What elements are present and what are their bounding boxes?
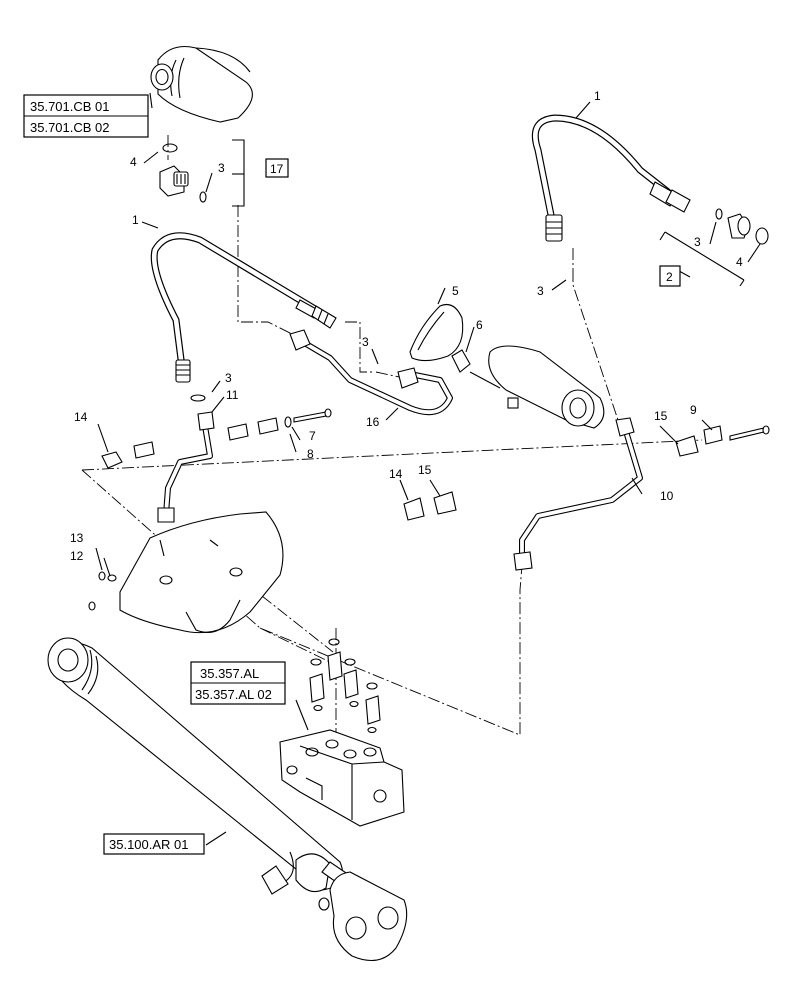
assembly-centerlines	[81, 135, 703, 770]
ref-cb01[interactable]: 35.701.CB 01	[30, 99, 110, 114]
clamps-right	[675, 425, 770, 457]
callout-8[interactable]: 8	[307, 447, 314, 461]
callout-12[interactable]: 12	[70, 549, 84, 563]
callout-7[interactable]: 7	[309, 429, 316, 443]
tube-11	[157, 394, 215, 523]
callout-5[interactable]: 5	[452, 284, 459, 298]
cylinder-mid	[469, 345, 605, 429]
callout-3-left-hose[interactable]: 3	[225, 371, 232, 385]
boxed-callout-2[interactable]: 2	[659, 265, 681, 287]
ref-ar01[interactable]: 35.100.AR 01	[109, 837, 189, 852]
callout-14-mid[interactable]: 14	[389, 467, 403, 481]
hose-left	[150, 232, 337, 383]
ref-cb02[interactable]: 35.701.CB 02	[30, 120, 110, 135]
clamps-left	[101, 408, 332, 469]
clamp-5	[409, 303, 464, 362]
callout-17[interactable]: 17	[270, 162, 284, 176]
callout-15-mid[interactable]: 15	[418, 463, 432, 477]
part-6	[451, 349, 471, 373]
callout-2[interactable]: 2	[666, 270, 673, 284]
reference-box-al[interactable]: 35.357.AL 35.357.AL 02	[190, 661, 286, 705]
valve-block	[279, 729, 405, 827]
valve-cartridges	[309, 638, 381, 734]
callout-3-right-adapter[interactable]: 3	[694, 235, 701, 249]
callout-3-right-hose[interactable]: 3	[537, 284, 544, 298]
clamps-middle	[403, 491, 457, 521]
reference-box-cb[interactable]: 35.701.CB 01 35.701.CB 02	[23, 94, 149, 138]
callout-10[interactable]: 10	[660, 489, 674, 503]
hose-right	[531, 114, 691, 242]
callout-6[interactable]: 6	[476, 318, 483, 332]
mounting-plate	[88, 511, 284, 634]
leader-lines	[95, 92, 761, 846]
bracket-2	[659, 231, 745, 287]
tube-10	[513, 417, 643, 571]
hydraulic-cylinder	[47, 637, 408, 962]
boxed-callout-17[interactable]: 17	[265, 158, 289, 178]
callout-14-left[interactable]: 14	[74, 410, 88, 424]
callout-numbers: 1 1 3 3 3 3 3 4 4 5 6 7 8 9 10 11 12 13 …	[70, 89, 743, 563]
callout-3-mid[interactable]: 3	[362, 335, 369, 349]
callout-11[interactable]: 11	[226, 388, 239, 402]
callout-1-right[interactable]: 1	[594, 89, 601, 103]
callout-3-elbow[interactable]: 3	[218, 161, 225, 175]
tube-16	[289, 329, 453, 416]
callout-15-right[interactable]: 15	[654, 409, 668, 423]
elbow-fitting	[159, 143, 207, 203]
ref-al02[interactable]: 35.357.AL 02	[195, 687, 272, 702]
bracket-17	[232, 139, 245, 207]
callout-13[interactable]: 13	[70, 531, 84, 545]
callout-1-left[interactable]: 1	[132, 213, 139, 227]
cylinder-stub-top	[150, 45, 253, 123]
callout-4-left[interactable]: 4	[130, 155, 137, 169]
ref-al[interactable]: 35.357.AL	[200, 666, 259, 681]
callout-16[interactable]: 16	[366, 415, 380, 429]
callout-4-right[interactable]: 4	[736, 255, 743, 269]
reference-box-ar[interactable]: 35.100.AR 01	[103, 833, 205, 855]
callout-9[interactable]: 9	[690, 403, 697, 417]
adapter-right	[715, 208, 769, 245]
